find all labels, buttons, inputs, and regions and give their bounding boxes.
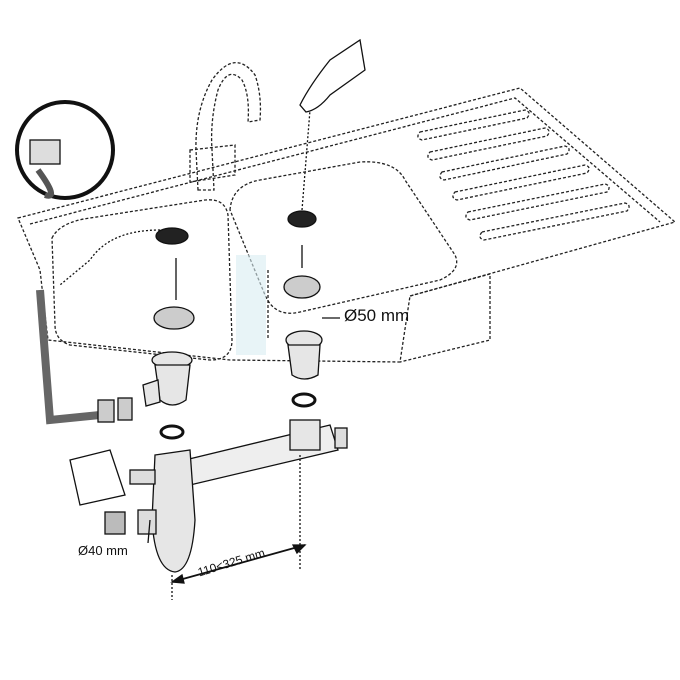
left-waste-body — [154, 364, 191, 406]
left-stopper — [155, 227, 189, 245]
bottle-trap — [151, 449, 196, 573]
dimension-arrow — [171, 544, 306, 583]
right-strainer — [283, 275, 321, 299]
stopper-chain — [59, 229, 161, 286]
right-waste-body — [287, 344, 321, 380]
water-highlight — [236, 255, 266, 355]
parts — [15, 38, 366, 600]
right-stopper — [287, 210, 317, 228]
overflow-hose — [36, 289, 101, 425]
outlet-diameter-label: Ø50 mm — [344, 306, 410, 325]
left-strainer — [153, 306, 195, 330]
right-basin — [229, 161, 458, 314]
side-inlet-diameter-label: Ø40 mm — [78, 543, 128, 558]
faucet — [195, 62, 262, 191]
left-basin — [51, 199, 233, 361]
washing-machine-icon — [69, 449, 126, 506]
hand — [299, 38, 366, 113]
drainboard-ribs — [417, 109, 630, 241]
